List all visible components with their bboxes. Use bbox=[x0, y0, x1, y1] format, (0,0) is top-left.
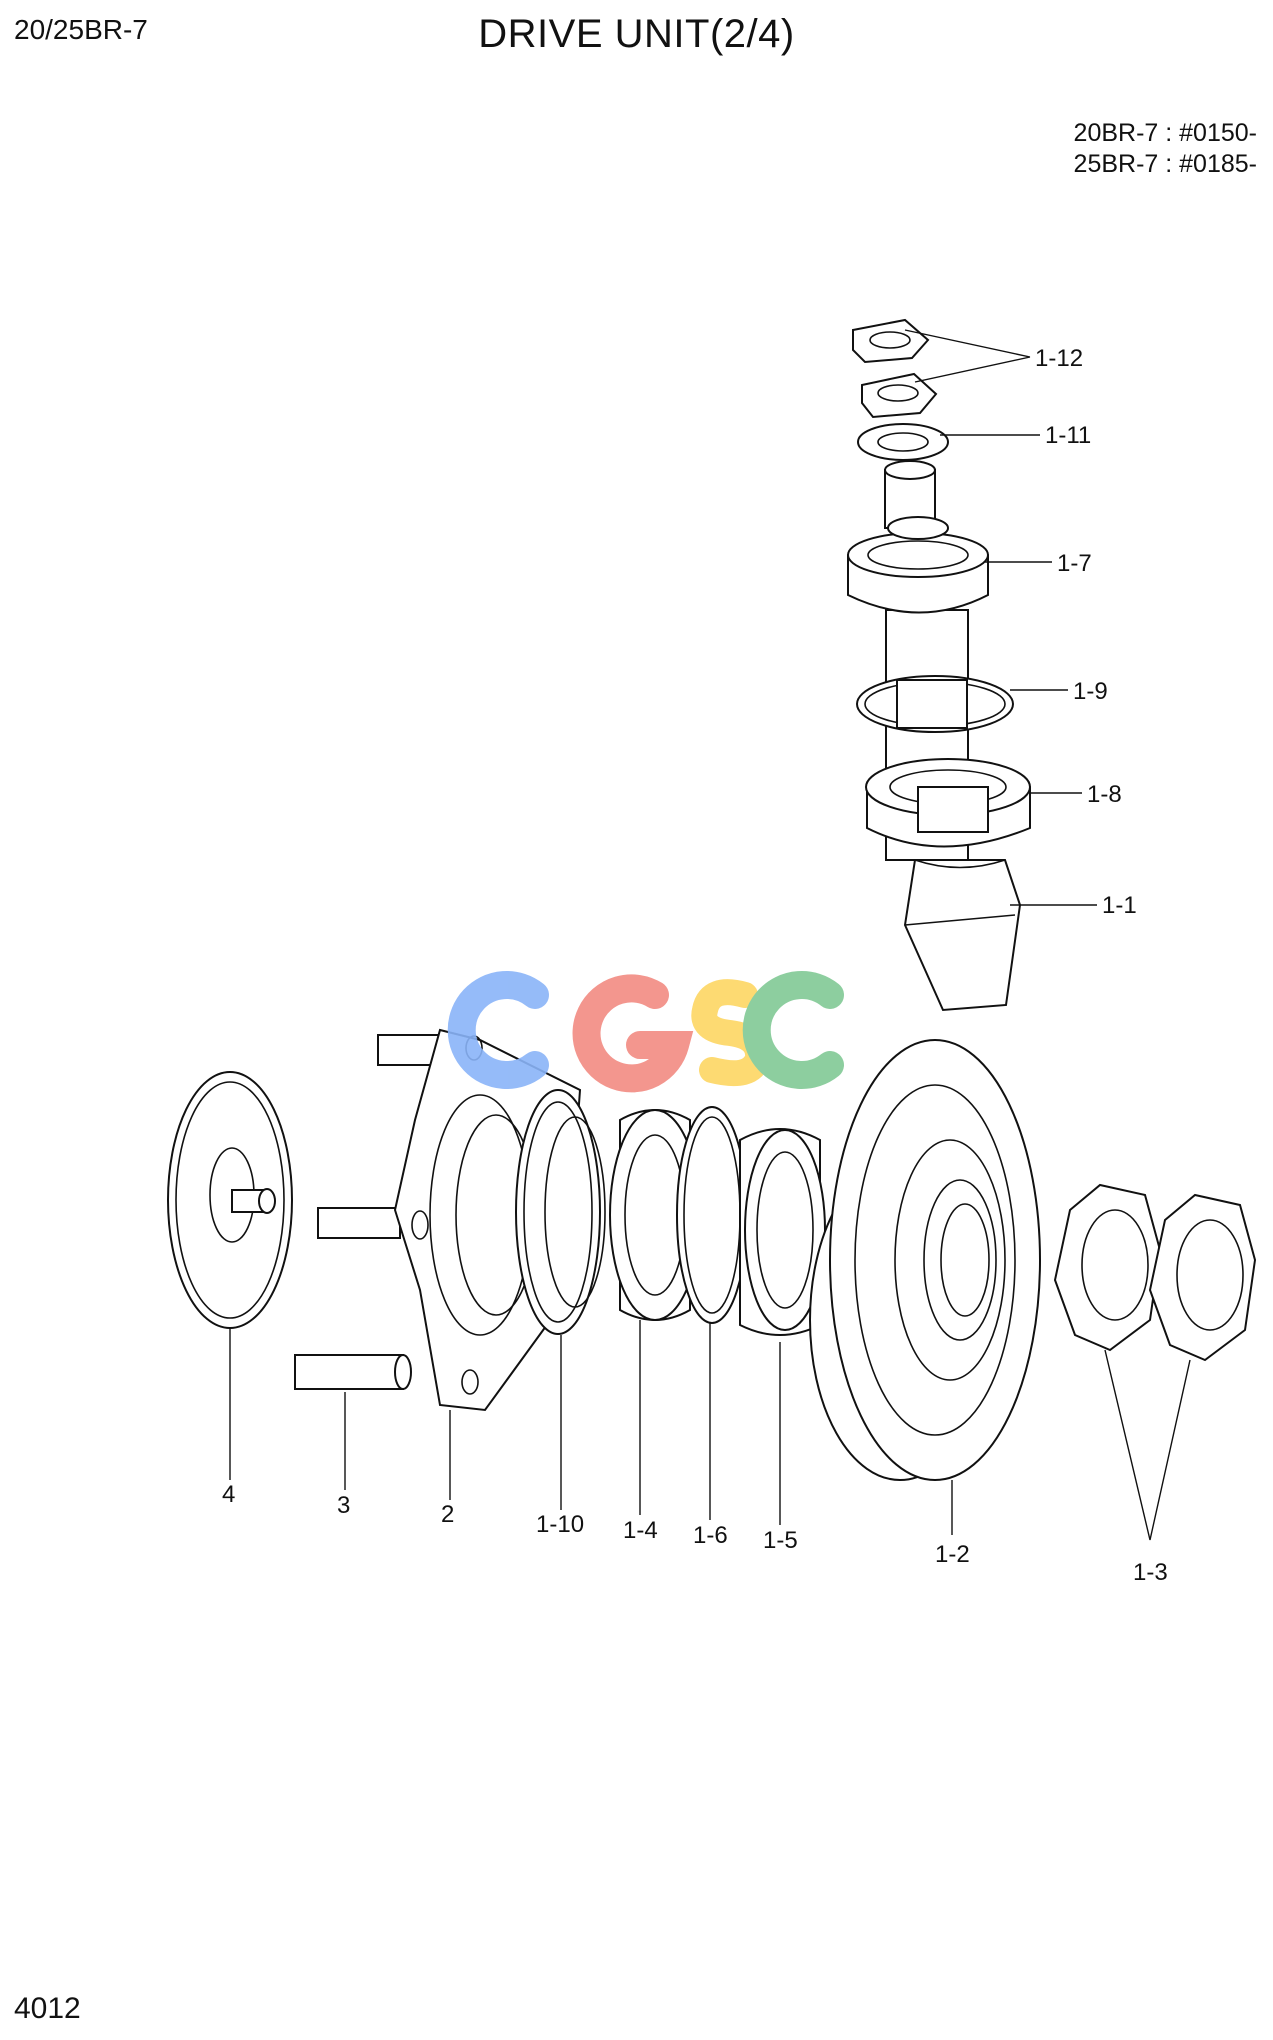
watermark-letter-c-blue bbox=[447, 971, 549, 1089]
label-1-4: 1-4 bbox=[623, 1517, 658, 1544]
part-1-11-washer bbox=[857, 423, 949, 461]
part-4-cover bbox=[167, 1071, 293, 1329]
label-1-8: 1-8 bbox=[1087, 781, 1122, 808]
part-labels: 1-12 1-11 1-7 1-9 1-8 1-1 4 3 2 1-10 1-4… bbox=[222, 345, 1168, 1586]
part-1-6-snap-ring bbox=[676, 1106, 748, 1324]
part-1-10-ring bbox=[515, 1089, 606, 1335]
watermark bbox=[447, 971, 844, 1093]
label-1-6: 1-6 bbox=[693, 1522, 728, 1549]
label-3: 3 bbox=[337, 1492, 350, 1519]
part-1-9-snap-ring bbox=[856, 675, 1014, 733]
serial-range-25br7: 25BR-7 : #0185- bbox=[1073, 150, 1257, 178]
model-label: 20/25BR-7 bbox=[14, 14, 148, 45]
part-1-5-bearing bbox=[739, 1128, 826, 1336]
serial-range-block: 20BR-7 : #0150- 25BR-7 : #0185- bbox=[1074, 118, 1257, 180]
label-1-11: 1-11 bbox=[1045, 422, 1091, 449]
label-1-10: 1-10 bbox=[536, 1511, 584, 1538]
part-1-3-nuts bbox=[1053, 1183, 1257, 1362]
label-1-12: 1-12 bbox=[1035, 345, 1083, 372]
part-1-2-wheel bbox=[809, 1039, 1041, 1481]
serial-range-20br7: 20BR-7 : #0150- bbox=[1073, 119, 1257, 147]
part-1-4-bearing bbox=[609, 1109, 701, 1321]
label-1-2: 1-2 bbox=[935, 1541, 970, 1568]
part-1-8-bearing bbox=[865, 758, 1031, 848]
label-1-3: 1-3 bbox=[1133, 1559, 1168, 1586]
leader-lines bbox=[229, 329, 1191, 1541]
label-1-5: 1-5 bbox=[763, 1527, 798, 1554]
label-1-1: 1-1 bbox=[1102, 892, 1137, 919]
watermark-letter-g-red bbox=[572, 974, 694, 1093]
watermark-letter-s-yellow bbox=[691, 979, 772, 1086]
watermark-letter-c-green bbox=[742, 971, 844, 1089]
label-4: 4 bbox=[222, 1481, 235, 1508]
page-title: DRIVE UNIT(2/4) bbox=[478, 12, 795, 56]
label-1-9: 1-9 bbox=[1073, 678, 1108, 705]
page-number: 4012 bbox=[14, 1992, 81, 2025]
part-1-7-bearing bbox=[847, 516, 989, 614]
label-2: 2 bbox=[441, 1501, 454, 1528]
label-1-7: 1-7 bbox=[1057, 550, 1092, 577]
